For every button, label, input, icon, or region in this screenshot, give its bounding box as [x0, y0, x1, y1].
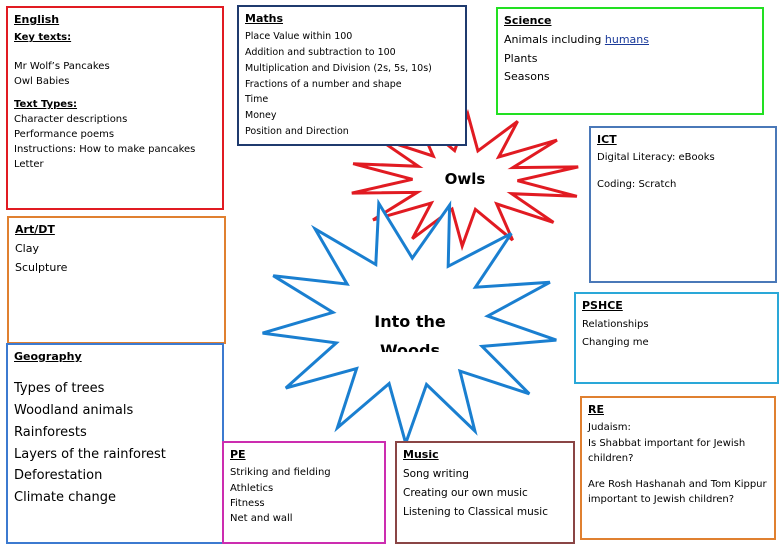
maths-box: Maths Place Value within 100 Addition an… — [237, 5, 467, 146]
text-type-item: Instructions: How to make pancakes — [14, 144, 196, 156]
science-heading: Science — [504, 14, 552, 27]
geography-item: Layers of the rainforest — [14, 446, 166, 462]
re-box: RE Judaism: Is Shabbat important for Jew… — [580, 396, 776, 540]
music-item: Listening to Classical music — [403, 505, 548, 518]
pe-heading: PE — [230, 448, 246, 461]
maths-item: Money — [245, 110, 277, 122]
science-item: Animals including humans — [504, 31, 756, 50]
re-line: Are Rosh Hashanah and Tom Kippur — [588, 478, 767, 490]
maths-item: Multiplication and Division (2s, 5s, 10s… — [245, 62, 432, 74]
music-item: Creating our own music — [403, 487, 528, 500]
ict-heading: ICT — [597, 133, 617, 146]
music-heading: Music — [403, 448, 439, 461]
pshce-heading: PSHCE — [582, 299, 623, 312]
science-box: Science Animals including humans Plants … — [496, 7, 764, 115]
geography-item: Types of trees — [14, 381, 105, 397]
ict-box: ICT Digital Literacy: eBooks Coding: Scr… — [589, 126, 777, 283]
text-type-item: Letter — [14, 159, 44, 171]
re-line: Is Shabbat important for Jewish — [588, 437, 746, 449]
ict-item: Coding: Scratch — [597, 179, 677, 191]
topic-title: Into the Woods — [350, 307, 470, 352]
science-item: Seasons — [504, 70, 550, 84]
english-box: English Key texts: Mr Wolf’s Pancakes Ow… — [6, 6, 224, 210]
class-name-label: Owls — [444, 170, 486, 188]
art-dt-item: Sculpture — [15, 260, 68, 274]
maths-item: Addition and subtraction to 100 — [245, 47, 396, 59]
geography-heading: Geography — [14, 350, 82, 363]
text-types-heading: Text Types: — [14, 99, 78, 111]
text-type-item: Performance poems — [14, 129, 115, 141]
music-box: Music Song writing Creating our own musi… — [395, 441, 575, 544]
maths-item: Fractions of a number and shape — [245, 78, 402, 90]
pshce-item: Relationships — [582, 319, 649, 331]
humans-link[interactable]: humans — [604, 33, 649, 47]
pe-item: Net and wall — [230, 513, 293, 525]
key-text-item: Mr Wolf’s Pancakes — [14, 61, 110, 73]
science-item-prefix: Animals including — [504, 33, 605, 47]
ict-item: Digital Literacy: eBooks — [597, 152, 715, 164]
science-item: Plants — [504, 51, 538, 65]
key-texts-heading: Key texts: — [14, 32, 72, 44]
pshce-box: PSHCE Relationships Changing me — [574, 292, 779, 384]
geography-box: Geography Types of trees Woodland animal… — [6, 343, 224, 544]
pe-box: PE Striking and fielding Athletics Fitne… — [222, 441, 386, 544]
topic-title-line1: Into the — [374, 312, 446, 331]
art-dt-box: Art/DT Clay Sculpture — [7, 216, 226, 344]
art-dt-heading: Art/DT — [15, 223, 55, 236]
pshce-item: Changing me — [582, 337, 649, 349]
maths-item: Time — [245, 94, 269, 106]
art-dt-item: Clay — [15, 242, 39, 256]
text-type-item: Character descriptions — [14, 114, 128, 126]
geography-item: Woodland animals — [14, 403, 134, 419]
maths-item: Place Value within 100 — [245, 31, 353, 43]
pe-item: Fitness — [230, 497, 265, 509]
re-line: Judaism: — [588, 422, 631, 434]
re-line: children? — [588, 453, 634, 465]
geography-item: Deforestation — [14, 468, 103, 484]
re-line: important to Jewish children? — [588, 494, 735, 506]
geography-item: Rainforests — [14, 424, 87, 440]
key-text-item: Owl Babies — [14, 76, 70, 88]
maths-heading: Maths — [245, 12, 284, 25]
maths-item: Position and Direction — [245, 126, 349, 138]
topic-title-line2: Woods — [379, 341, 441, 352]
re-heading: RE — [588, 403, 604, 416]
pe-item: Striking and fielding — [230, 467, 331, 479]
english-heading: English — [14, 13, 60, 26]
geography-item: Climate change — [14, 490, 117, 506]
pe-item: Athletics — [230, 482, 274, 494]
music-item: Song writing — [403, 468, 469, 481]
